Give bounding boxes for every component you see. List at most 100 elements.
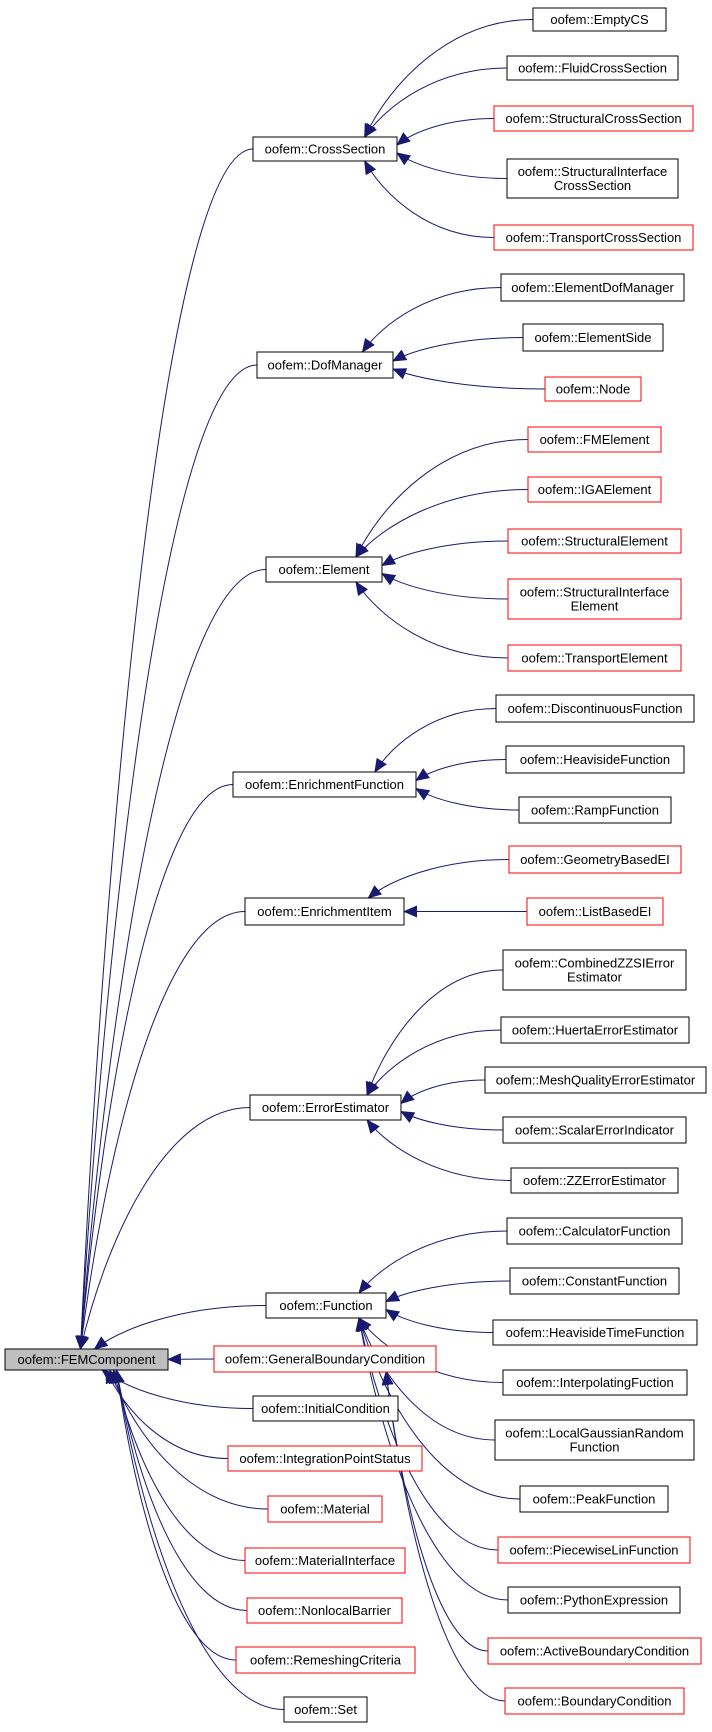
class-node-heavisidefunction[interactable]: oofem::HeavisideFunction <box>505 745 685 774</box>
class-node-zzerrorestimator[interactable]: oofem::ZZErrorEstimator <box>510 1167 679 1194</box>
class-node-generalboundarycondition[interactable]: oofem::GeneralBoundaryCondition <box>213 1345 437 1373</box>
class-node-box <box>504 1687 685 1715</box>
class-node-transportcrosssection[interactable]: oofem::TransportCrossSection <box>493 224 694 251</box>
class-node-label: oofem::StructuralElement <box>521 534 668 549</box>
class-node-elementdofmanager[interactable]: oofem::ElementDofManager <box>500 273 685 302</box>
class-node-fluidcrosssection[interactable]: oofem::FluidCrossSection <box>506 55 679 81</box>
class-node-box <box>283 1696 368 1723</box>
class-node-box <box>508 845 682 874</box>
inheritance-edge-fluidcrosssection-to-crosssection <box>364 67 508 138</box>
class-node-box <box>232 771 417 798</box>
class-node-geometrybasedei[interactable]: oofem::GeometryBasedEI <box>508 845 682 874</box>
inheritance-edge-localgaussianrandomfunction-to-function <box>357 1317 496 1441</box>
class-node-nonlocalbarrier[interactable]: oofem::NonlocalBarrier <box>246 1597 403 1624</box>
class-node-set[interactable]: oofem::Set <box>283 1696 368 1723</box>
inheritance-edge-meshqualityerrorestimator-to-errorestimator <box>400 1079 486 1105</box>
class-node-label: oofem::LocalGaussianRandom <box>505 1426 684 1441</box>
inheritance-edge-elementdofmanager-to-dofmanager <box>361 287 502 353</box>
class-node-boundarycondition[interactable]: oofem::BoundaryCondition <box>504 1687 685 1715</box>
inheritance-edge-huertaerrorestimator-to-errorestimator <box>366 1029 502 1096</box>
inheritance-edge-function-to-femcomponent <box>93 1305 267 1350</box>
class-node-label: oofem::HeavisideFunction <box>520 752 670 767</box>
class-node-dofmanager[interactable]: oofem::DofManager <box>256 351 394 379</box>
class-node-integrationpointstatus[interactable]: oofem::IntegrationPointStatus <box>227 1445 423 1472</box>
inheritance-edge-geometrybasedei-to-enrichmentitem <box>367 859 510 899</box>
class-node-label: oofem::IGAElement <box>538 482 652 497</box>
inheritance-edge-discontinuousfunction-to-enrichmentfunction <box>374 708 497 773</box>
class-node-label: oofem::FluidCrossSection <box>518 61 667 76</box>
class-node-listbasedei[interactable]: oofem::ListBasedEI <box>526 897 664 926</box>
class-node-errorestimator[interactable]: oofem::ErrorEstimator <box>249 1094 402 1121</box>
class-node-label: oofem::BoundaryCondition <box>518 1694 672 1709</box>
class-node-label: CrossSection <box>554 178 631 193</box>
class-node-huertaerrorestimator[interactable]: oofem::HuertaErrorEstimator <box>500 1016 690 1044</box>
class-node-function[interactable]: oofem::Function <box>265 1292 387 1319</box>
class-node-node[interactable]: oofem::Node <box>544 376 642 402</box>
class-node-meshqualityerrorestimator[interactable]: oofem::MeshQualityErrorEstimator <box>484 1066 707 1094</box>
class-node-rampfunction[interactable]: oofem::RampFunction <box>518 796 672 824</box>
class-node-scalarerrorindicator[interactable]: oofem::ScalarErrorIndicator <box>502 1116 687 1144</box>
class-node-materialinterface[interactable]: oofem::MaterialInterface <box>244 1547 406 1574</box>
class-node-label: oofem::MeshQualityErrorEstimator <box>496 1073 696 1088</box>
class-node-pythonexpression[interactable]: oofem::PythonExpression <box>507 1586 681 1614</box>
class-node-box <box>522 323 664 352</box>
class-node-calculatorfunction[interactable]: oofem::CalculatorFunction <box>506 1217 683 1245</box>
class-node-emptycs[interactable]: oofem::EmptyCS <box>532 7 667 32</box>
class-node-discontinuousfunction[interactable]: oofem::DiscontinuousFunction <box>495 694 695 723</box>
class-node-box <box>509 1267 680 1295</box>
class-node-label: oofem::ActiveBoundaryCondition <box>500 1644 689 1659</box>
inheritance-edge-generalboundarycondition-to-femcomponent <box>167 1353 215 1366</box>
class-node-material[interactable]: oofem::Material <box>267 1495 383 1523</box>
inheritance-edge-set-to-femcomponent <box>112 1369 285 1710</box>
class-node-structuralcrosssection[interactable]: oofem::StructuralCrossSection <box>493 105 694 132</box>
class-node-activeboundarycondition[interactable]: oofem::ActiveBoundaryCondition <box>487 1637 702 1665</box>
class-node-box <box>519 1485 669 1513</box>
class-node-crosssection[interactable]: oofem::CrossSection <box>252 136 398 162</box>
class-node-label: oofem::HuertaErrorEstimator <box>512 1023 679 1038</box>
inheritance-edge-heavisidetimefunction-to-function <box>385 1308 494 1333</box>
inheritance-edge-transportelement-to-element <box>355 581 509 659</box>
class-node-box <box>532 7 667 32</box>
inheritance-edge-calculatorfunction-to-function <box>358 1230 508 1294</box>
class-node-structuralelement[interactable]: oofem::StructuralElement <box>507 528 682 554</box>
class-node-box <box>252 1395 399 1422</box>
class-node-label: oofem::DofManager <box>268 358 384 373</box>
class-node-elementside[interactable]: oofem::ElementSide <box>522 323 664 352</box>
class-node-heavisidetimefunction[interactable]: oofem::HeavisideTimeFunction <box>492 1319 698 1346</box>
inheritance-edge-elementside-to-dofmanager <box>392 337 524 362</box>
class-node-box <box>507 528 682 554</box>
class-node-label: oofem::RampFunction <box>531 803 659 818</box>
class-node-fmelement[interactable]: oofem::FMElement <box>527 426 662 453</box>
class-node-piecewiselinfunction[interactable]: oofem::PiecewiseLinFunction <box>497 1536 691 1564</box>
class-node-label: oofem::EnrichmentFunction <box>245 777 404 792</box>
class-node-peakfunction[interactable]: oofem::PeakFunction <box>519 1485 669 1513</box>
inheritance-edge-fmelement-to-element <box>355 439 529 558</box>
class-node-label: Estimator <box>567 970 623 985</box>
class-node-transportelement[interactable]: oofem::TransportElement <box>507 644 682 672</box>
class-node-label: oofem::GeneralBoundaryCondition <box>225 1352 425 1367</box>
class-node-label: oofem::EmptyCS <box>550 12 649 27</box>
class-node-box <box>492 1319 698 1346</box>
class-node-label: oofem::EnrichmentItem <box>257 904 391 919</box>
class-node-label: oofem::Material <box>280 1502 370 1517</box>
class-node-remeshingcriteria[interactable]: oofem::RemeshingCriteria <box>235 1646 416 1674</box>
inheritance-edge-dofmanager-to-femcomponent <box>75 364 258 1350</box>
class-node-interpolatingfuction[interactable]: oofem::InterpolatingFuction <box>502 1369 688 1396</box>
class-node-igaelement[interactable]: oofem::IGAElement <box>527 476 662 503</box>
class-node-label: oofem::ScalarErrorIndicator <box>515 1123 675 1138</box>
inheritance-edge-remeshingcriteria-to-femcomponent <box>112 1369 237 1661</box>
class-node-initialcondition[interactable]: oofem::InitialCondition <box>252 1395 399 1422</box>
inheritance-edge-constantfunction-to-function <box>385 1280 511 1302</box>
class-node-enrichmentitem[interactable]: oofem::EnrichmentItem <box>244 897 405 926</box>
class-node-femcomponent[interactable]: oofem::FEMComponent <box>4 1348 169 1371</box>
class-node-element[interactable]: oofem::Element <box>265 556 383 583</box>
class-node-enrichmentfunction[interactable]: oofem::EnrichmentFunction <box>232 771 417 798</box>
class-node-box <box>494 1419 695 1461</box>
inheritance-edge-crosssection-to-femcomponent <box>75 148 254 1350</box>
class-node-constantfunction[interactable]: oofem::ConstantFunction <box>509 1267 680 1295</box>
